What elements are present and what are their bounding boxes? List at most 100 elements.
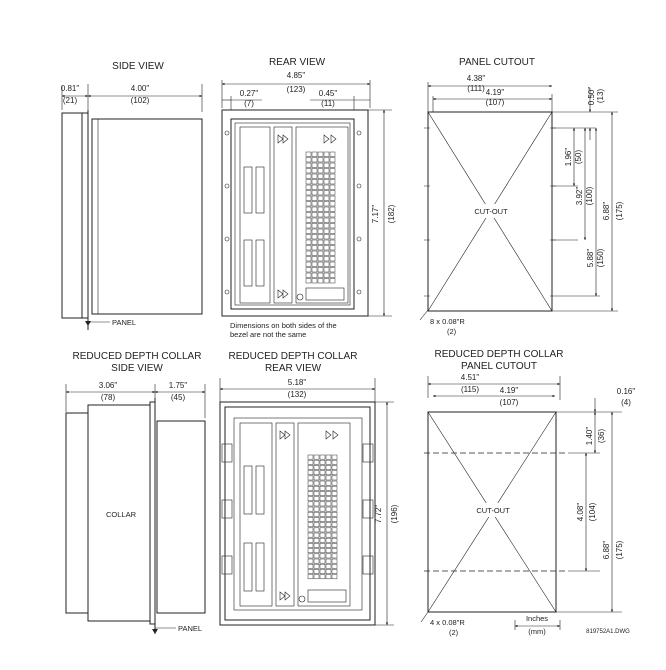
terminal [305, 212, 312, 218]
terminal [323, 261, 330, 267]
collar-cutout-dim-inner-w-mm: (107) [500, 398, 519, 407]
terminal [329, 272, 336, 278]
collar-rear-title1: REDUCED DEPTH COLLAR [229, 351, 358, 362]
terminal [305, 206, 312, 212]
terminal [305, 173, 312, 179]
terminal [305, 162, 312, 168]
terminal [313, 459, 320, 465]
collar-cutout-dim-b-mm: (104) [588, 502, 597, 521]
rear-module-left [239, 126, 271, 304]
terminal [313, 491, 320, 496]
terminal [311, 168, 318, 174]
terminal [323, 201, 330, 207]
terminal [331, 459, 338, 465]
terminal [323, 239, 330, 245]
terminal [319, 569, 326, 574]
collar-cutout-title1: REDUCED DEPTH COLLAR [435, 349, 564, 360]
terminal [325, 537, 332, 543]
collar-cutout-dim-b: 4.08" [576, 503, 585, 522]
terminal [331, 470, 338, 476]
cutout-dim-top-mm: (13) [596, 89, 605, 104]
collar-cutout-title2: PANEL CUTOUT [461, 361, 537, 372]
collar-side-panel [149, 401, 156, 625]
terminal [323, 245, 330, 251]
terminal [305, 217, 312, 223]
side-view-title: SIDE VIEW [112, 61, 164, 72]
terminal [329, 256, 336, 262]
terminal [307, 459, 314, 465]
rear-case [230, 118, 355, 310]
terminal [307, 553, 314, 559]
terminal [329, 223, 336, 229]
cutout-dim-a-mm: (50) [574, 150, 583, 165]
terminal [319, 558, 326, 564]
rear-dim-left-mm: (7) [244, 99, 254, 108]
cutout-title: PANEL CUTOUT [459, 57, 535, 68]
terminal [325, 563, 332, 569]
terminal [329, 206, 336, 212]
terminal [325, 511, 332, 517]
terminal [325, 558, 332, 564]
terminal [325, 574, 332, 580]
cutout-dim-c: 5.88" [586, 249, 595, 268]
terminal [313, 511, 320, 517]
cutout-dim-b: 3.92" [575, 187, 584, 206]
terminal [323, 195, 330, 201]
terminal [323, 217, 330, 223]
terminal [319, 548, 326, 554]
collar-side-dim-a-mm: (78) [101, 393, 116, 402]
terminal [319, 454, 326, 460]
terminal [329, 195, 336, 201]
terminal [329, 157, 336, 163]
terminal [305, 223, 312, 229]
terminal [305, 261, 312, 267]
terminal [311, 206, 318, 212]
terminal [317, 267, 324, 273]
collar-rear-dim-height: 7.72" [374, 505, 383, 524]
terminal [311, 250, 318, 256]
terminal [305, 168, 312, 174]
terminal [331, 480, 338, 486]
terminal [325, 475, 332, 481]
cutout-dim-inner-w-mm: (107) [486, 98, 505, 107]
terminal [317, 228, 324, 234]
collar-rear-view: REDUCED DEPTH COLLAR REAR VIEW 5.18" (13… [219, 351, 399, 626]
terminal [317, 261, 324, 267]
collar-cutout-dim-top: 0.16" [617, 387, 636, 396]
rear-dim-width-mm: (123) [287, 85, 306, 94]
cutout-label: CUT-OUT [474, 207, 508, 216]
terminal [317, 168, 324, 174]
collar-side-dim-b-mm: (45) [171, 393, 186, 402]
legend-units-mm: (mm) [528, 627, 546, 636]
terminal [329, 168, 336, 174]
terminal [325, 465, 332, 470]
terminal [305, 184, 312, 190]
terminal [317, 217, 324, 223]
terminal [317, 234, 324, 240]
rear-note-line1: Dimensions on both sides of the [230, 321, 337, 330]
terminal [331, 553, 338, 559]
terminal [323, 168, 330, 174]
terminal [331, 543, 338, 548]
terminal [329, 201, 336, 207]
terminal [319, 491, 326, 496]
terminal [323, 228, 330, 234]
terminal [331, 501, 338, 507]
cutout-dim-b-mm: (100) [585, 186, 594, 205]
terminal [307, 522, 314, 528]
terminal [329, 173, 336, 179]
collar-rear-dim-width-mm: (132) [288, 390, 307, 399]
terminal [311, 212, 318, 218]
collar-side-title1: REDUCED DEPTH COLLAR [73, 351, 202, 362]
terminal [329, 212, 336, 218]
terminal [325, 496, 332, 502]
terminal [325, 470, 332, 476]
terminal [317, 162, 324, 168]
terminal [305, 250, 312, 256]
terminal [323, 256, 330, 262]
terminal [317, 151, 324, 157]
terminal [331, 496, 338, 502]
terminal [307, 532, 314, 538]
terminal [305, 245, 312, 251]
